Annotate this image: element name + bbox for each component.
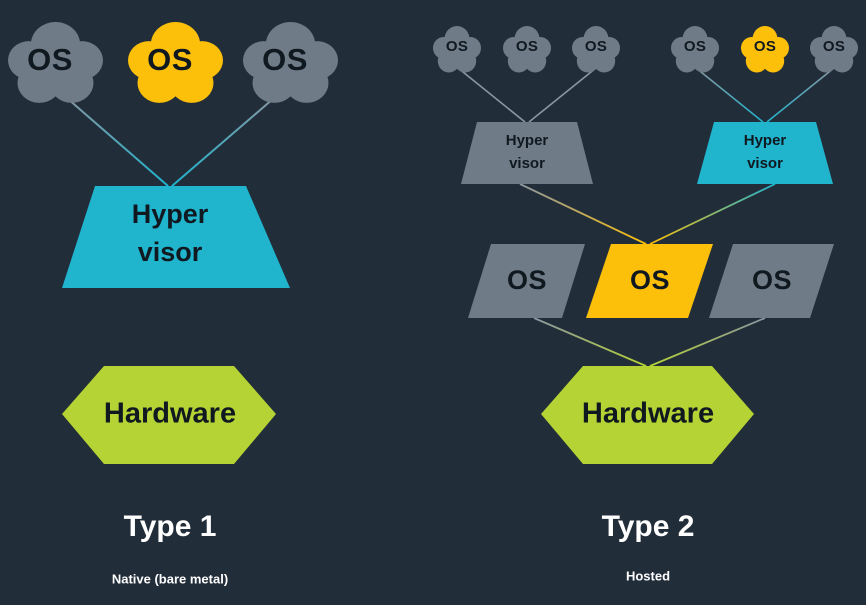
hypervisor-label-line1: Hyper (506, 132, 549, 149)
panel-caption-subtitle: Native (bare metal) (112, 571, 228, 586)
connector-os3-hypervisor-left (528, 67, 597, 123)
hypervisor-label-line2: visor (138, 237, 203, 267)
connector-hypervisor-right-os (649, 183, 776, 245)
host-os-parallelogram[interactable] (468, 244, 585, 318)
hypervisor-trapezoid-active[interactable] (697, 122, 833, 184)
type2-left-connectors (457, 67, 597, 123)
os-cloud-label: OS (823, 38, 845, 55)
type2-right-connectors (695, 67, 835, 123)
hardware-label: Hardware (582, 398, 714, 430)
connector-os4-hypervisor-right (695, 67, 764, 123)
connector-os-left-hardware (533, 317, 647, 367)
hypervisor-label-line2: visor (509, 155, 545, 172)
panel-caption-subtitle: Hosted (626, 568, 670, 583)
hypervisor-label-line2: visor (747, 155, 783, 172)
hardware-label: Hardware (104, 398, 236, 430)
panel-caption-title: Type 1 (124, 510, 217, 543)
connector-hypervisor-left-os (519, 183, 647, 245)
os-cloud-label: OS (585, 38, 607, 55)
type1-connectors (59, 91, 282, 366)
panel-type2: OS OS OS OS OS OS Hyper visor Hyper viso… (433, 26, 858, 583)
os-cloud-label: OS (684, 38, 706, 55)
connector-os-right-hardware (649, 317, 766, 367)
os-cloud-label: OS (446, 38, 468, 55)
os-cloud-label: OS (754, 38, 776, 55)
host-os-parallelogram-active[interactable] (586, 244, 713, 318)
os-cloud-label: OS (262, 42, 308, 77)
type2-hypervisor-to-os-connectors (519, 183, 776, 245)
hypervisor-trapezoid[interactable] (461, 122, 593, 184)
hardware-hexagon[interactable] (541, 366, 754, 464)
panel-type1: OS OS OS Hyper visor Hardware Type 1 Nat… (8, 22, 338, 586)
host-os-parallelogram[interactable] (709, 244, 834, 318)
hardware-hexagon[interactable] (62, 366, 276, 464)
type2-os-to-hardware-connectors (533, 317, 766, 367)
hypervisor-trapezoid[interactable] (62, 186, 290, 288)
panel-caption-title: Type 2 (602, 510, 695, 543)
os-cloud-label: OS (147, 42, 193, 77)
connector-os3-hypervisor (171, 91, 282, 187)
os-cloud-label: OS (27, 42, 73, 77)
os-cloud-label: OS (516, 38, 538, 55)
connector-os1-hypervisor-left (457, 67, 526, 123)
hypervisor-label-line1: Hyper (744, 132, 787, 149)
host-os-label: OS (752, 265, 792, 295)
hypervisor-label-line1: Hyper (132, 199, 209, 229)
connector-os6-hypervisor-right (766, 67, 835, 123)
host-os-label: OS (630, 265, 670, 295)
host-os-label: OS (507, 265, 547, 295)
connector-os1-hypervisor (59, 91, 169, 187)
